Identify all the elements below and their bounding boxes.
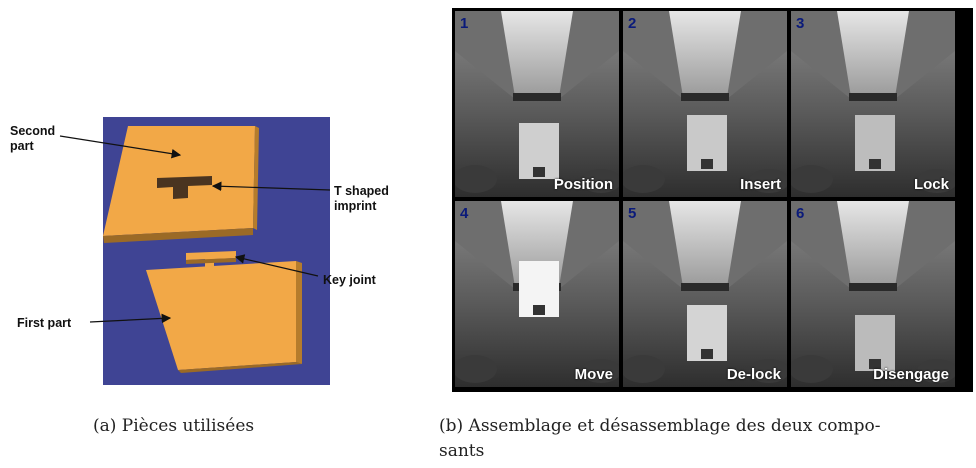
frame-step-label: De-lock — [726, 366, 781, 383]
frame-number: 1 — [460, 15, 469, 32]
arrow-first-part — [89, 313, 172, 324]
frame-step-label: Position — [553, 176, 613, 193]
frame-number: 4 — [460, 205, 469, 222]
frame-photo — [791, 11, 955, 197]
arrow-second-part — [59, 135, 182, 159]
caption-b-line1: (b) Assemblage et désassemblage des deux… — [439, 416, 881, 436]
parts-illustration — [59, 117, 331, 385]
frame-photo — [455, 201, 619, 387]
frame-photo — [623, 201, 787, 387]
caption-a: (a) Pièces utilisées — [93, 416, 255, 436]
first-part-shape — [146, 261, 296, 370]
label-key-joint: Key joint — [323, 273, 376, 287]
arrow-key-joint — [234, 254, 319, 277]
frame-number: 5 — [628, 205, 637, 222]
label-t-shaped-imprint: T shaped imprint — [334, 184, 389, 213]
frame-photo — [791, 201, 955, 387]
figure-a: Second part T shaped imprint Key joint F… — [0, 0, 420, 400]
label-second-part: Second part — [10, 124, 56, 153]
frame-number: 3 — [796, 15, 805, 32]
label-first-part: First part — [17, 316, 72, 330]
frame-photo — [455, 11, 619, 197]
caption-b-line2: sants — [439, 441, 485, 461]
frame-number: 2 — [628, 15, 637, 32]
t-shaped-imprint-shape — [157, 176, 212, 199]
arrow-t-imprint — [211, 181, 331, 192]
frame-step-label: Move — [574, 366, 613, 383]
frame-photo — [623, 11, 787, 197]
frame-step-label: Disengage — [873, 366, 949, 383]
frame-step-label: Lock — [913, 176, 949, 193]
frame-step-label: Insert — [740, 176, 781, 193]
frame-number: 6 — [796, 205, 805, 222]
